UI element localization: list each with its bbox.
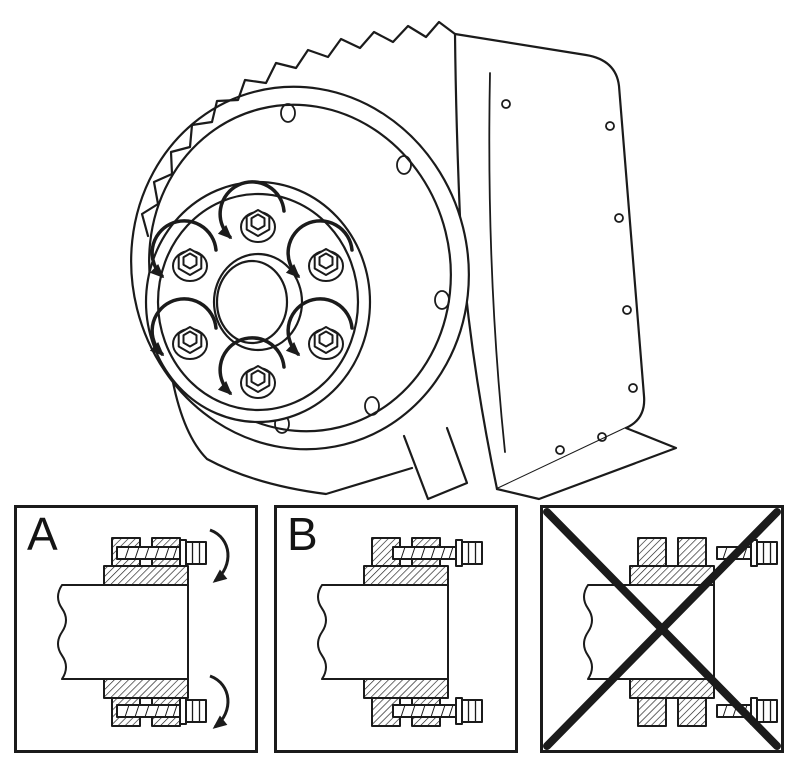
panel-b: B — [274, 505, 518, 753]
bolt-hole — [396, 155, 412, 175]
bolt-hole — [280, 103, 296, 123]
bolt-hole — [605, 121, 615, 131]
gearbox-illustration — [130, 20, 678, 501]
shrink-disc-cross-section — [317, 537, 449, 727]
bolt-hole — [628, 383, 638, 393]
prohibition-cross — [543, 508, 781, 750]
panel-a-label: A — [27, 508, 58, 560]
housing-lower-edge — [166, 350, 414, 496]
bolt-hole — [614, 213, 624, 223]
housing-gusset — [402, 426, 469, 501]
bolt-hole — [364, 396, 380, 416]
bolt-hole — [597, 432, 607, 442]
cooling-fins-serrated-edge — [140, 20, 457, 238]
panel-a-arrows — [209, 528, 230, 729]
loosening-arrow — [285, 297, 354, 357]
turn-arrow — [209, 674, 230, 729]
loosening-arrow — [149, 219, 218, 279]
gear-unit-housing — [130, 20, 678, 501]
panel-a: A — [14, 505, 258, 753]
panel-b-label: B — [287, 508, 318, 560]
shrink-disc — [144, 180, 372, 424]
turn-arrow — [209, 528, 230, 583]
bolt-hole — [501, 99, 511, 109]
bolt-hole — [555, 445, 565, 455]
loosening-arrow — [217, 336, 286, 396]
panel-prohibited-cross-section — [543, 508, 781, 750]
housing-foot — [495, 426, 678, 501]
loosening-arrow — [149, 297, 218, 357]
loosening-arrows — [149, 180, 354, 396]
flange-bolt-holes — [274, 103, 450, 434]
loosening-arrow — [285, 219, 354, 279]
housing-bolt-holes — [501, 99, 638, 455]
housing-corner-edge — [488, 72, 506, 453]
loosening-arrow — [217, 180, 286, 240]
bolt-hole — [622, 305, 632, 315]
cross-line — [543, 508, 781, 750]
housing-body — [453, 32, 646, 491]
panel-prohibited — [540, 505, 784, 753]
bolt-hole — [434, 290, 450, 310]
shrink-disc-cross-section — [57, 537, 189, 727]
panel-a-cross-section — [57, 528, 230, 729]
